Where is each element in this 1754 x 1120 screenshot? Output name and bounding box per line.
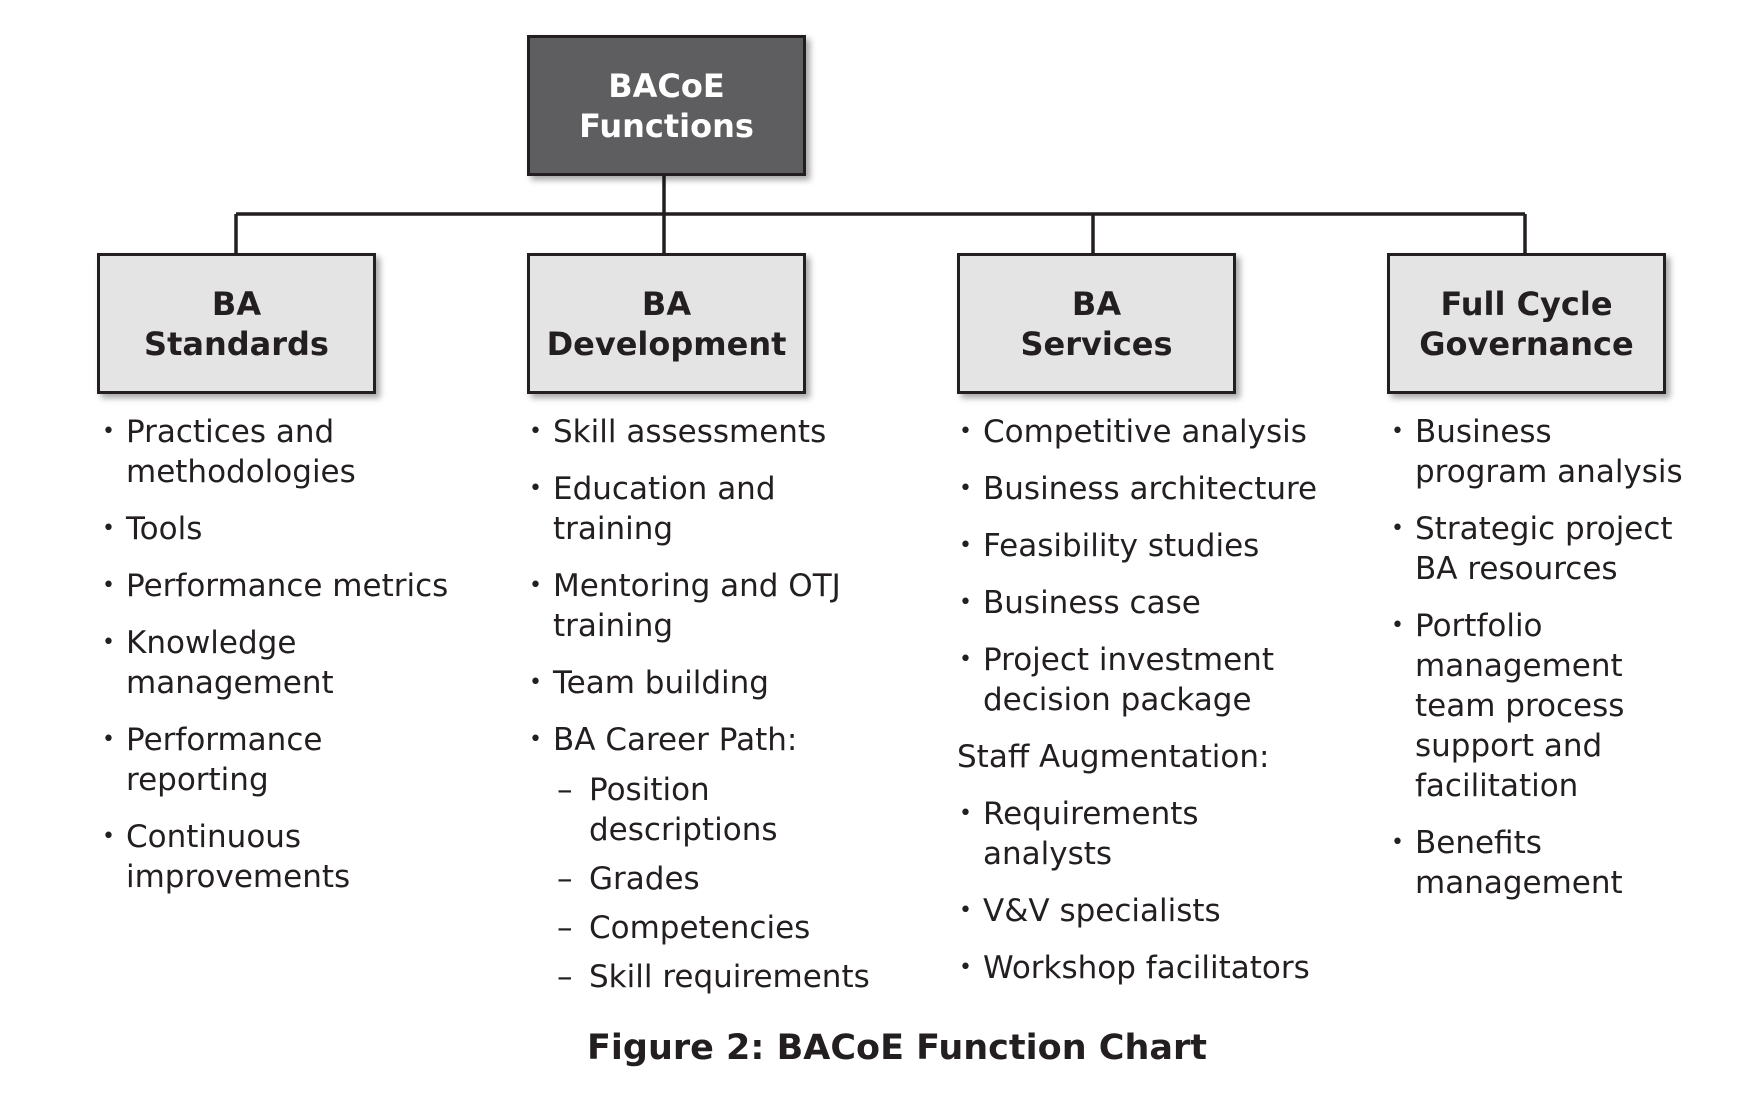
list-item: Portfolio management team process suppor… bbox=[1389, 606, 1689, 806]
root-node-line-1: BACoE bbox=[608, 66, 725, 105]
list-full-cycle-governance: Business program analysis Strategic proj… bbox=[1389, 412, 1689, 920]
list-item: Performance metrics bbox=[100, 566, 450, 606]
sub-list-item: Position descriptions bbox=[527, 770, 902, 850]
list-ba-services: Competitive analysis Business architectu… bbox=[957, 412, 1332, 1005]
sub-list-item: Competencies bbox=[527, 908, 902, 948]
node-title-line-1: BA bbox=[1071, 284, 1122, 323]
root-node-bacoe-functions: BACoE Functions bbox=[527, 35, 806, 176]
staff-augmentation-heading: Staff Augmentation: bbox=[957, 739, 1270, 775]
node-title-line-2: Services bbox=[1020, 324, 1173, 363]
list-item: Practices and methodologies bbox=[100, 412, 450, 492]
list-item: Feasibility studies bbox=[957, 526, 1332, 566]
list-item: Team building bbox=[527, 663, 902, 703]
figure-caption: Figure 2: BACoE Function Chart bbox=[586, 1028, 1208, 1068]
list-item: V&V specialists bbox=[957, 891, 1332, 931]
list-item: Workshop facilitators bbox=[957, 948, 1332, 988]
root-node-line-2: Functions bbox=[579, 106, 754, 145]
node-title-line-1: BA bbox=[641, 284, 692, 323]
list-item: Skill assessments bbox=[527, 412, 902, 452]
list-item: Competitive analysis bbox=[957, 412, 1332, 452]
list-item: Project investment decision package bbox=[957, 640, 1332, 720]
list-ba-development: Skill assessments Education and training… bbox=[527, 412, 902, 1006]
list-item: Business program analysis bbox=[1389, 412, 1689, 492]
list-item: Mentoring and OTJ training bbox=[527, 566, 902, 646]
list-item: Business architecture bbox=[957, 469, 1332, 509]
sub-list-item: Grades bbox=[527, 859, 902, 899]
node-title-line-2: Governance bbox=[1419, 324, 1634, 363]
list-item: BA Career Path: bbox=[527, 720, 902, 760]
node-ba-services: BA Services bbox=[957, 253, 1236, 394]
list-item: Benefits management bbox=[1389, 823, 1689, 903]
list-item: Requirements analysts bbox=[957, 794, 1332, 874]
list-item: Business case bbox=[957, 583, 1332, 623]
list-item: Continuous improvements bbox=[100, 817, 450, 897]
node-title-line-2: Development bbox=[546, 324, 787, 363]
node-ba-standards: BA Standards bbox=[97, 253, 376, 394]
list-item: Tools bbox=[100, 509, 450, 549]
node-title-line-1: BA bbox=[211, 284, 262, 323]
node-title-line-1: Full Cycle bbox=[1440, 284, 1613, 323]
list-item: Knowledge management bbox=[100, 623, 450, 703]
sub-list-item: Skill requirements bbox=[527, 957, 902, 997]
list-item: Performance reporting bbox=[100, 720, 450, 800]
list-item: Strategic project BA resources bbox=[1389, 509, 1689, 589]
list-item: Education and training bbox=[527, 469, 902, 549]
list-ba-standards: Practices and methodologies Tools Perfor… bbox=[100, 412, 450, 914]
node-ba-development: BA Development bbox=[527, 253, 806, 394]
node-full-cycle-governance: Full Cycle Governance bbox=[1387, 253, 1666, 394]
node-title-line-2: Standards bbox=[144, 324, 329, 363]
